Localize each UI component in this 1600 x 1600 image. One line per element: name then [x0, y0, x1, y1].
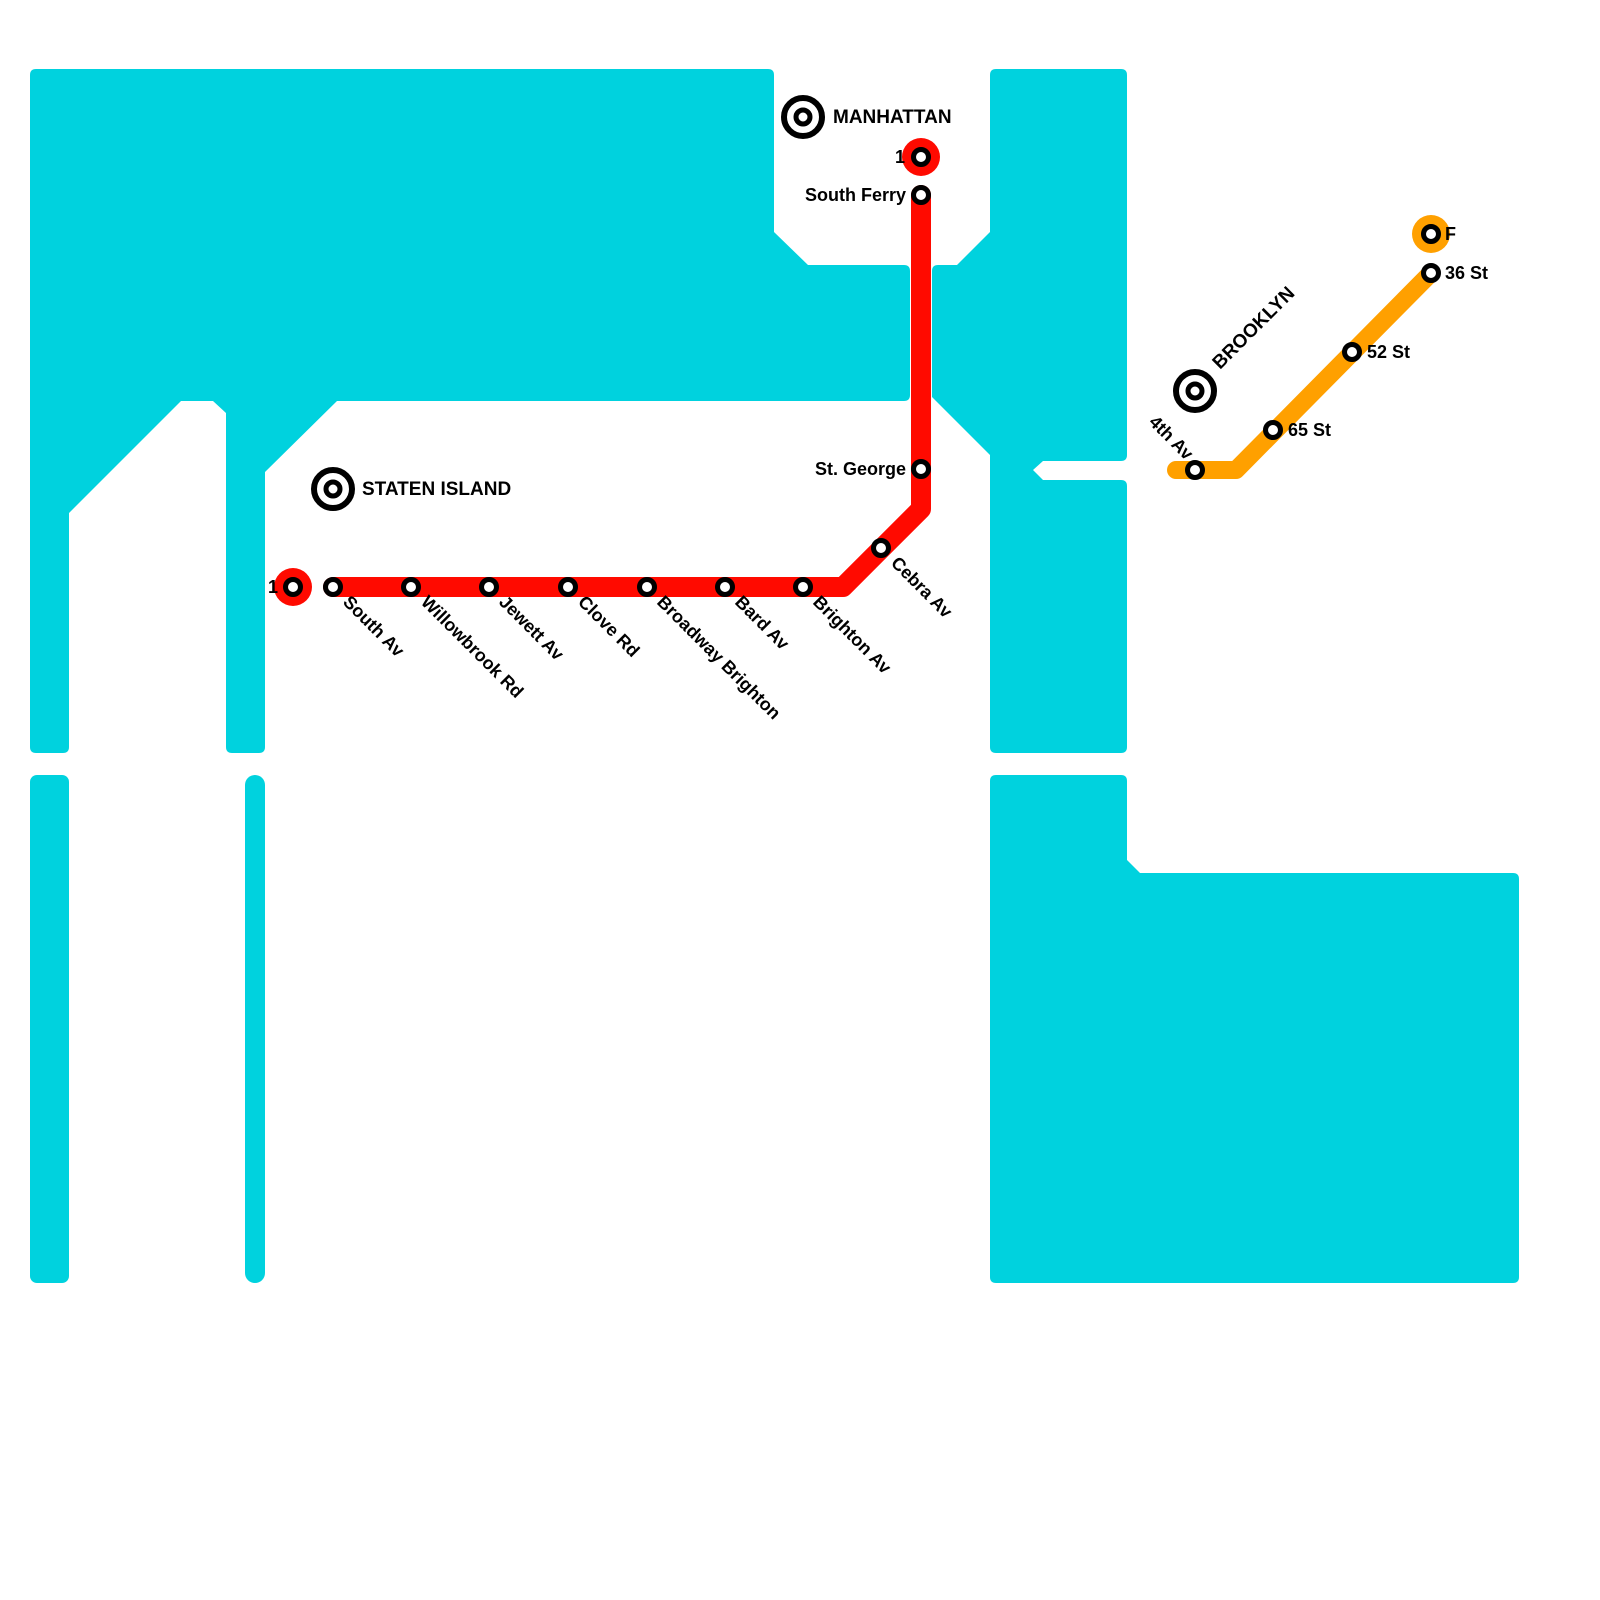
station-label-cebra-av: Cebra Av	[887, 553, 956, 622]
station-label-bard-av: Bard Av	[731, 592, 793, 654]
station-label-jewett-av: Jewett Av	[495, 592, 568, 665]
station-marker-willowbrook-rd[interactable]	[401, 577, 421, 597]
water-layer	[30, 69, 1519, 1283]
station-label-4th-av: 4th Av	[1145, 412, 1197, 464]
station-marker-65-st[interactable]	[1263, 420, 1283, 440]
area-brooklyn: BROOKLYN	[1173, 283, 1299, 413]
water-lower-bay	[990, 775, 1519, 1283]
station-marker-36-st[interactable]	[1421, 263, 1441, 283]
station-marker-south-av[interactable]	[323, 577, 343, 597]
station-label-brighton-av: Brighton Av	[809, 592, 895, 678]
station-label-south-av: South Av	[339, 592, 408, 661]
station-marker-jewett-av[interactable]	[479, 577, 499, 597]
station-marker-4th-av[interactable]	[1185, 460, 1205, 480]
area-marker-icon	[1173, 369, 1217, 413]
station-marker-lineF-terminal[interactable]	[1421, 224, 1441, 244]
station-label-36-st: 36 St	[1445, 263, 1488, 283]
station-marker-cebra-av[interactable]	[871, 538, 891, 558]
area-marker-icon	[781, 95, 825, 139]
area-label-staten-island: STATEN ISLAND	[362, 479, 511, 500]
station-marker-st-george[interactable]	[911, 459, 931, 479]
station-marker-brighton-av[interactable]	[793, 577, 813, 597]
line-F-label: F	[1445, 224, 1456, 244]
area-marker-icon	[311, 467, 355, 511]
water-channel-west	[30, 775, 69, 1283]
station-label-south-ferry: South Ferry	[805, 185, 906, 205]
station-label-clove-rd: Clove Rd	[574, 592, 643, 661]
area-label-manhattan: MANHATTAN	[833, 107, 952, 128]
station-marker-clove-rd[interactable]	[558, 577, 578, 597]
area-staten-island: STATEN ISLAND	[311, 467, 511, 511]
area-label-brooklyn: BROOKLYN	[1209, 283, 1299, 373]
station-label-52-st: 52 St	[1367, 342, 1410, 362]
water-channel-kill	[245, 775, 265, 1283]
area-manhattan: MANHATTAN	[781, 95, 952, 139]
station-marker-bard-av[interactable]	[715, 577, 735, 597]
water-west-harbor	[30, 69, 910, 753]
stations	[283, 147, 1441, 597]
station-marker-52-st[interactable]	[1342, 342, 1362, 362]
water-east-river	[932, 69, 1127, 753]
line-1-label-staten: 1	[268, 577, 278, 597]
station-marker-south-ferry[interactable]	[911, 185, 931, 205]
line-F-track[interactable]	[1167, 264, 1440, 479]
station-label-65-st: 65 St	[1288, 420, 1331, 440]
station-label-st-george: St. George	[815, 459, 906, 479]
station-marker-line1-terminal-manhattan[interactable]	[911, 147, 931, 167]
station-marker-broadway-brighton[interactable]	[637, 577, 657, 597]
line-1-label-manhattan: 1	[895, 147, 905, 167]
station-marker-line1-terminal-staten[interactable]	[283, 577, 303, 597]
